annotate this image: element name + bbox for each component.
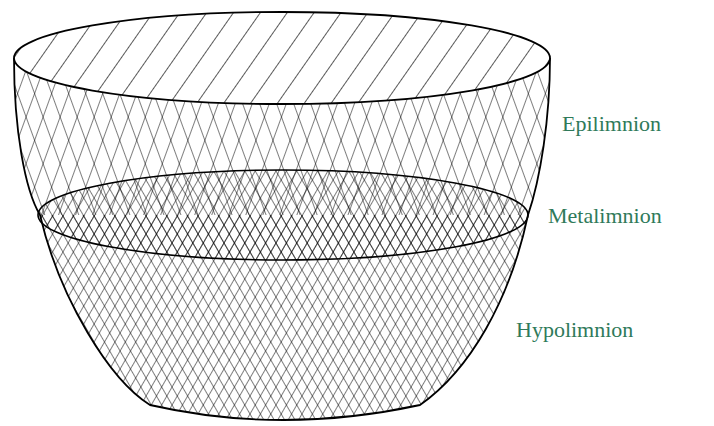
layer-label: Epilimnion — [562, 112, 661, 136]
layer-label: Hypolimnion — [516, 318, 633, 342]
layer-label: Metalimnion — [548, 204, 662, 228]
